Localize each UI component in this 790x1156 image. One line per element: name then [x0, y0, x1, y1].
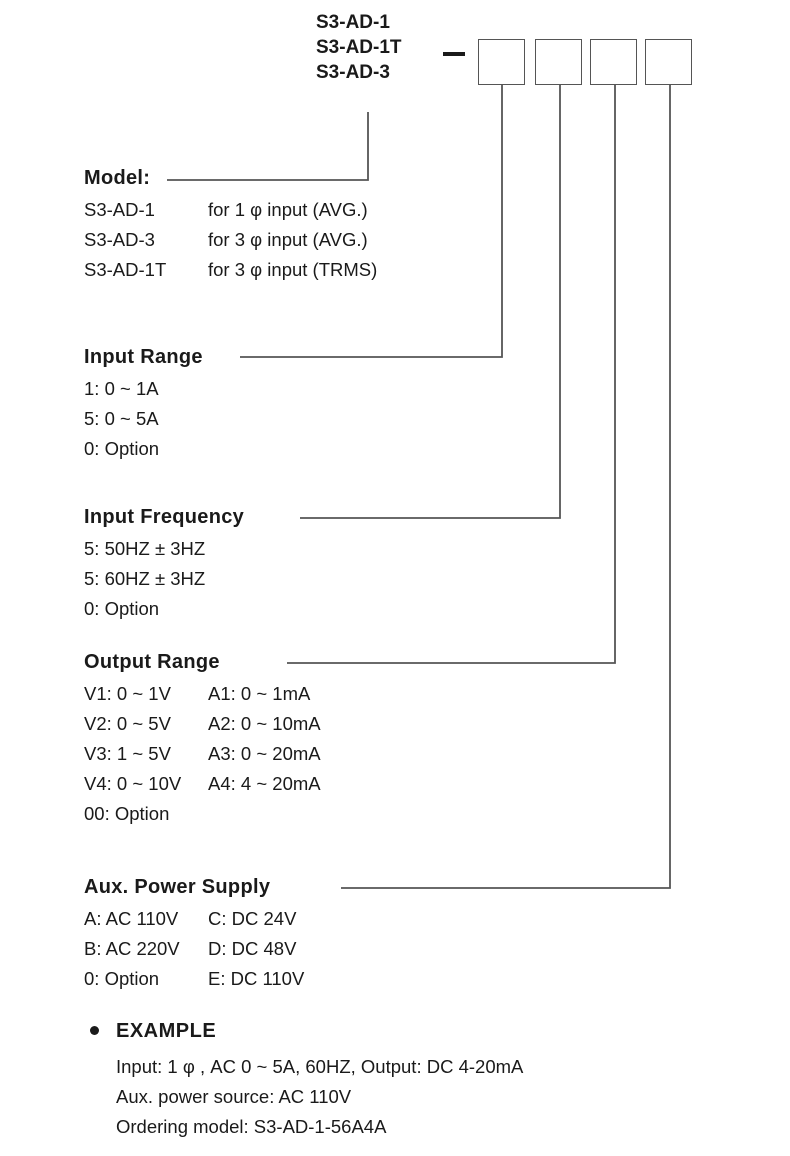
- option-code: A: AC 110V: [84, 908, 179, 929]
- option-code: V1: 0 ~ 1V: [84, 683, 171, 704]
- list-item: V2: 0 ~ 5V A2: 0 ~ 10mA: [84, 709, 321, 739]
- list-item: S3-AD-1T for 3 φ input (TRMS): [84, 255, 377, 285]
- example-line: Input: 1 φ , AC 0 ~ 5A, 60HZ, Output: DC…: [116, 1056, 524, 1077]
- header-model-code-1: S3-AD-1: [316, 12, 390, 33]
- option-code: V3: 1 ~ 5V: [84, 743, 171, 764]
- list-item: 5: 60HZ ± 3HZ: [84, 564, 244, 594]
- list-item: 0: Option: [84, 594, 244, 624]
- option-code: 0: Option: [84, 968, 160, 989]
- option-code-alt: A4: 4 ~ 20mA: [208, 773, 321, 794]
- section-aux-power-supply: Aux. Power Supply A: AC 110V C: DC 24V B:…: [84, 875, 304, 994]
- option-code: 5: 60HZ ± 3HZ: [84, 568, 206, 589]
- list-item: S3-AD-1 for 1 φ input (AVG.): [84, 195, 377, 225]
- option-code-alt: A2: 0 ~ 10mA: [208, 713, 321, 734]
- option-code-alt: D: DC 48V: [208, 938, 297, 959]
- section-model-title: Model:: [84, 167, 151, 189]
- section-model-rows: S3-AD-1 for 1 φ input (AVG.) S3-AD-3 for 3…: [84, 195, 377, 285]
- option-code: 5: 50HZ ± 3HZ: [84, 538, 206, 559]
- list-item: 1: 0 ~ 1A: [84, 374, 203, 404]
- example-line: Aux. power source: AC 110V: [116, 1086, 352, 1107]
- code-box-aux-power[interactable]: [645, 39, 692, 85]
- section-input-range: Input Range 1: 0 ~ 1A 5: 0 ~ 5A 0: Optio…: [84, 345, 203, 464]
- section-input-frequency: Input Frequency 5: 50HZ ± 3HZ 5: 60HZ ± …: [84, 505, 244, 624]
- connector-aux-power: [341, 85, 671, 889]
- model-code: S3-AD-3: [84, 229, 155, 250]
- option-code-alt: A1: 0 ~ 1mA: [208, 683, 311, 704]
- option-code: 1: 0 ~ 1A: [84, 378, 159, 399]
- connector-input-frequency: [300, 85, 561, 519]
- code-box-input-frequency[interactable]: [535, 39, 582, 85]
- model-desc: for 3 φ input (AVG.): [208, 229, 368, 250]
- section-output-range-title: Output Range: [84, 651, 220, 673]
- example-heading-row: EXAMPLE: [90, 1018, 523, 1044]
- option-code-alt: A3: 0 ~ 20mA: [208, 743, 321, 764]
- list-item: S3-AD-3 for 3 φ input (AVG.): [84, 225, 377, 255]
- option-code: B: AC 220V: [84, 938, 180, 959]
- model-code: S3-AD-1: [84, 199, 155, 220]
- list-item: V3: 1 ~ 5V A3: 0 ~ 20mA: [84, 739, 321, 769]
- section-output-range-rows: V1: 0 ~ 1V A1: 0 ~ 1mA V2: 0 ~ 5V A2: 0 ~ …: [84, 679, 321, 829]
- section-input-range-rows: 1: 0 ~ 1A 5: 0 ~ 5A 0: Option: [84, 374, 203, 464]
- list-item: V1: 0 ~ 1V A1: 0 ~ 1mA: [84, 679, 321, 709]
- model-desc: for 3 φ input (TRMS): [208, 259, 378, 280]
- header-model-code-3: S3-AD-3: [316, 62, 390, 83]
- section-output-range: Output Range V1: 0 ~ 1V A1: 0 ~ 1mA V2: 0…: [84, 650, 321, 829]
- option-code-alt: C: DC 24V: [208, 908, 297, 929]
- example-line: Ordering model: S3-AD-1-56A4A: [116, 1116, 387, 1137]
- model-code: S3-AD-1T: [84, 259, 167, 280]
- example-heading: EXAMPLE: [116, 1020, 217, 1042]
- list-item: 5: 0 ~ 5A: [84, 404, 203, 434]
- option-code: 5: 0 ~ 5A: [84, 408, 159, 429]
- code-box-output-range[interactable]: [590, 39, 637, 85]
- section-input-frequency-title: Input Frequency: [84, 506, 245, 528]
- section-aux-power-supply-title: Aux. Power Supply: [84, 876, 271, 898]
- list-item: V4: 0 ~ 10V A4: 4 ~ 20mA: [84, 769, 321, 799]
- option-code: V2: 0 ~ 5V: [84, 713, 171, 734]
- model-desc: for 1 φ input (AVG.): [208, 199, 368, 220]
- list-item: 0: Option: [84, 434, 203, 464]
- section-input-frequency-rows: 5: 50HZ ± 3HZ 5: 60HZ ± 3HZ 0: Option: [84, 534, 244, 624]
- header-model-codes: S3-AD-1 S3-AD-1T S3-AD-3: [316, 10, 402, 85]
- list-item: B: AC 220V D: DC 48V: [84, 934, 304, 964]
- option-code: 00: Option: [84, 803, 170, 824]
- option-code: V4: 0 ~ 10V: [84, 773, 182, 794]
- option-code-alt: E: DC 110V: [208, 968, 305, 989]
- list-item: A: AC 110V C: DC 24V: [84, 904, 304, 934]
- code-box-input-range[interactable]: [478, 39, 525, 85]
- list-item: 00: Option: [84, 799, 321, 829]
- header-dash-separator: [443, 52, 465, 56]
- section-model: Model: S3-AD-1 for 1 φ input (AVG.) S3-AD…: [84, 166, 377, 285]
- header-model-code-2: S3-AD-1T: [316, 37, 402, 58]
- bullet-icon: [90, 1025, 99, 1035]
- example-block: EXAMPLE Input: 1 φ , AC 0 ~ 5A, 60HZ, Ou…: [90, 1018, 523, 1142]
- example-lines: Input: 1 φ , AC 0 ~ 5A, 60HZ, Output: DC…: [116, 1052, 523, 1142]
- section-input-range-title: Input Range: [84, 346, 203, 368]
- list-item: 0: Option E: DC 110V: [84, 964, 304, 994]
- option-code: 0: Option: [84, 598, 160, 619]
- option-code: 0: Option: [84, 438, 160, 459]
- list-item: 5: 50HZ ± 3HZ: [84, 534, 244, 564]
